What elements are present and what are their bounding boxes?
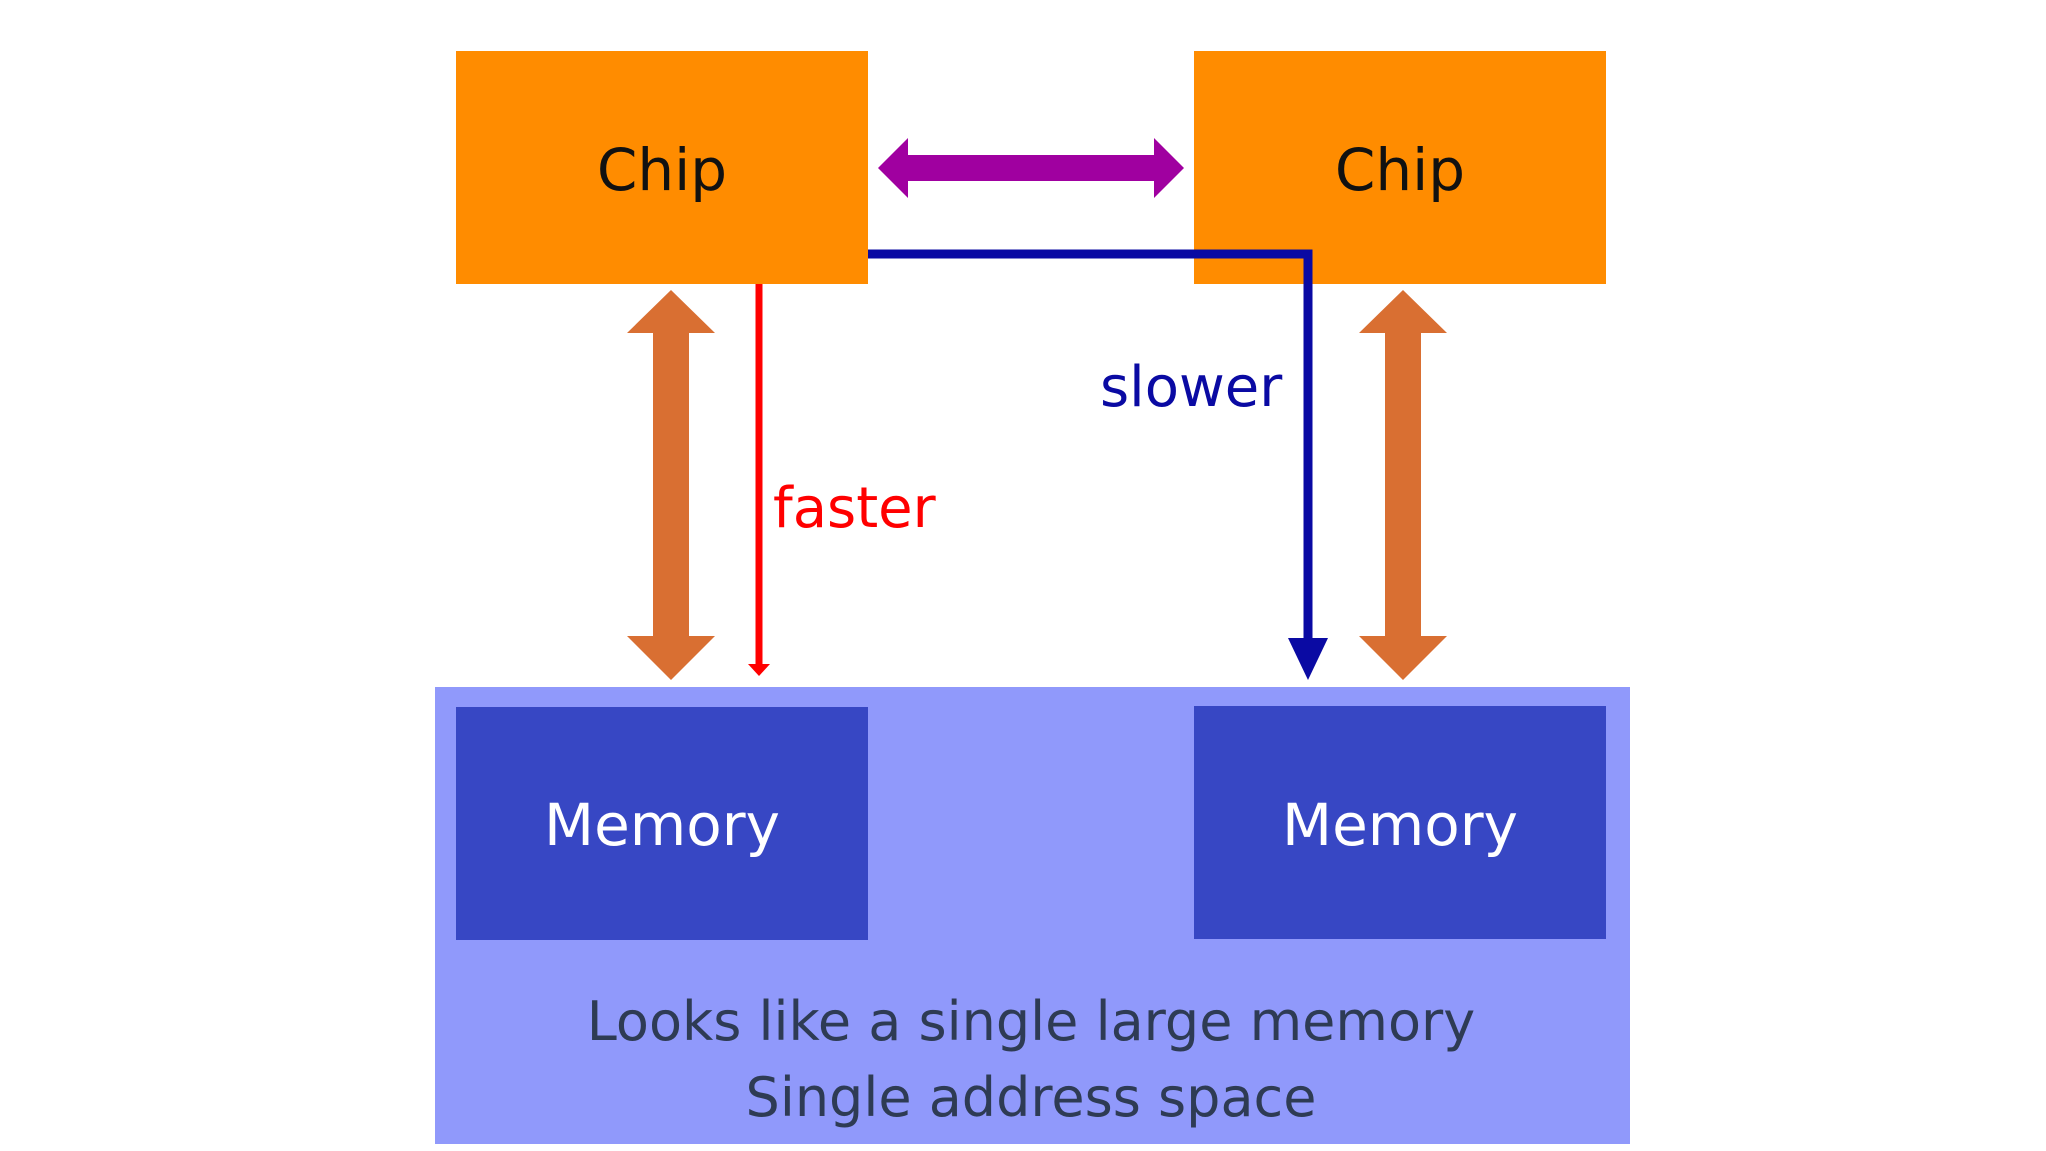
memory-left-label: Memory [544, 791, 780, 859]
faster-label: faster [773, 476, 937, 541]
memory-right-label: Memory [1282, 791, 1518, 859]
shared-memory-caption-line2: Single address space [746, 1066, 1317, 1129]
chip-right-label: Chip [1335, 136, 1465, 204]
faster-access-arrow [748, 284, 770, 676]
slower-label: slower [1100, 355, 1283, 420]
memory-left: Memory [456, 707, 868, 940]
chip-right: Chip [1194, 51, 1606, 284]
local-bus-arrow-left [627, 290, 715, 680]
memory-right: Memory [1194, 706, 1606, 939]
chip-left: Chip [456, 51, 868, 284]
chip-left-label: Chip [597, 136, 727, 204]
interconnect-arrow [878, 138, 1184, 198]
local-bus-arrow-right [1359, 290, 1447, 680]
shared-memory-caption-line1: Looks like a single large memory [587, 990, 1475, 1053]
slower-access-arrow [868, 249, 1328, 680]
